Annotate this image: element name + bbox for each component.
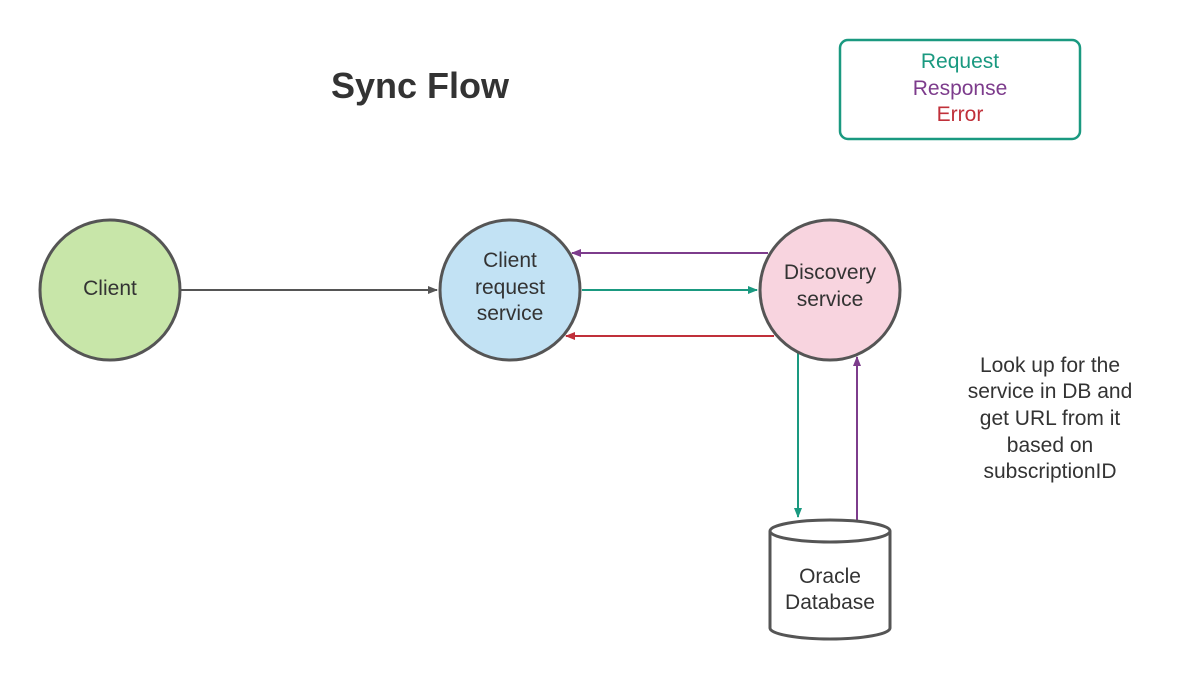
node-client-request-service: Client request service <box>438 218 582 362</box>
legend-request: Request <box>921 50 999 73</box>
note-line-4: based on <box>1007 434 1093 457</box>
legend-response: Response <box>913 77 1008 100</box>
database-cylinder-top <box>768 518 892 544</box>
client-circle <box>38 218 182 362</box>
client-request-service-label-line-3: service <box>477 302 544 325</box>
client-label: Client <box>83 277 137 300</box>
legend-error: Error <box>937 103 984 126</box>
client-request-service-label-line-2: request <box>475 276 545 299</box>
oracle-database-label-line-2: Database <box>785 591 875 614</box>
note-line-2: service in DB and <box>968 380 1133 403</box>
note-line-3: get URL from it <box>980 407 1121 430</box>
discovery-service-label-line-1: Discovery <box>784 261 877 284</box>
edges <box>181 249 861 520</box>
diagram-title: Sync Flow <box>331 65 510 106</box>
lookup-note: Look up for the service in DB and get UR… <box>968 354 1133 483</box>
note-line-1: Look up for the <box>980 354 1120 377</box>
note-line-5: subscriptionID <box>983 460 1116 483</box>
legend-box <box>838 38 1082 141</box>
client-request-service-circle <box>438 218 582 362</box>
discovery-service-label-line-2: service <box>797 288 864 311</box>
legend: Request Response Error <box>838 38 1082 141</box>
discovery-service-circle <box>758 218 902 362</box>
node-discovery-service: Discovery service <box>758 218 902 362</box>
client-request-service-label-line-1: Client <box>483 249 537 272</box>
database-cylinder-body <box>768 531 892 641</box>
node-oracle-database: Oracle Database <box>768 518 892 641</box>
oracle-database-label-line-1: Oracle <box>799 565 861 588</box>
node-client: Client <box>38 218 182 362</box>
